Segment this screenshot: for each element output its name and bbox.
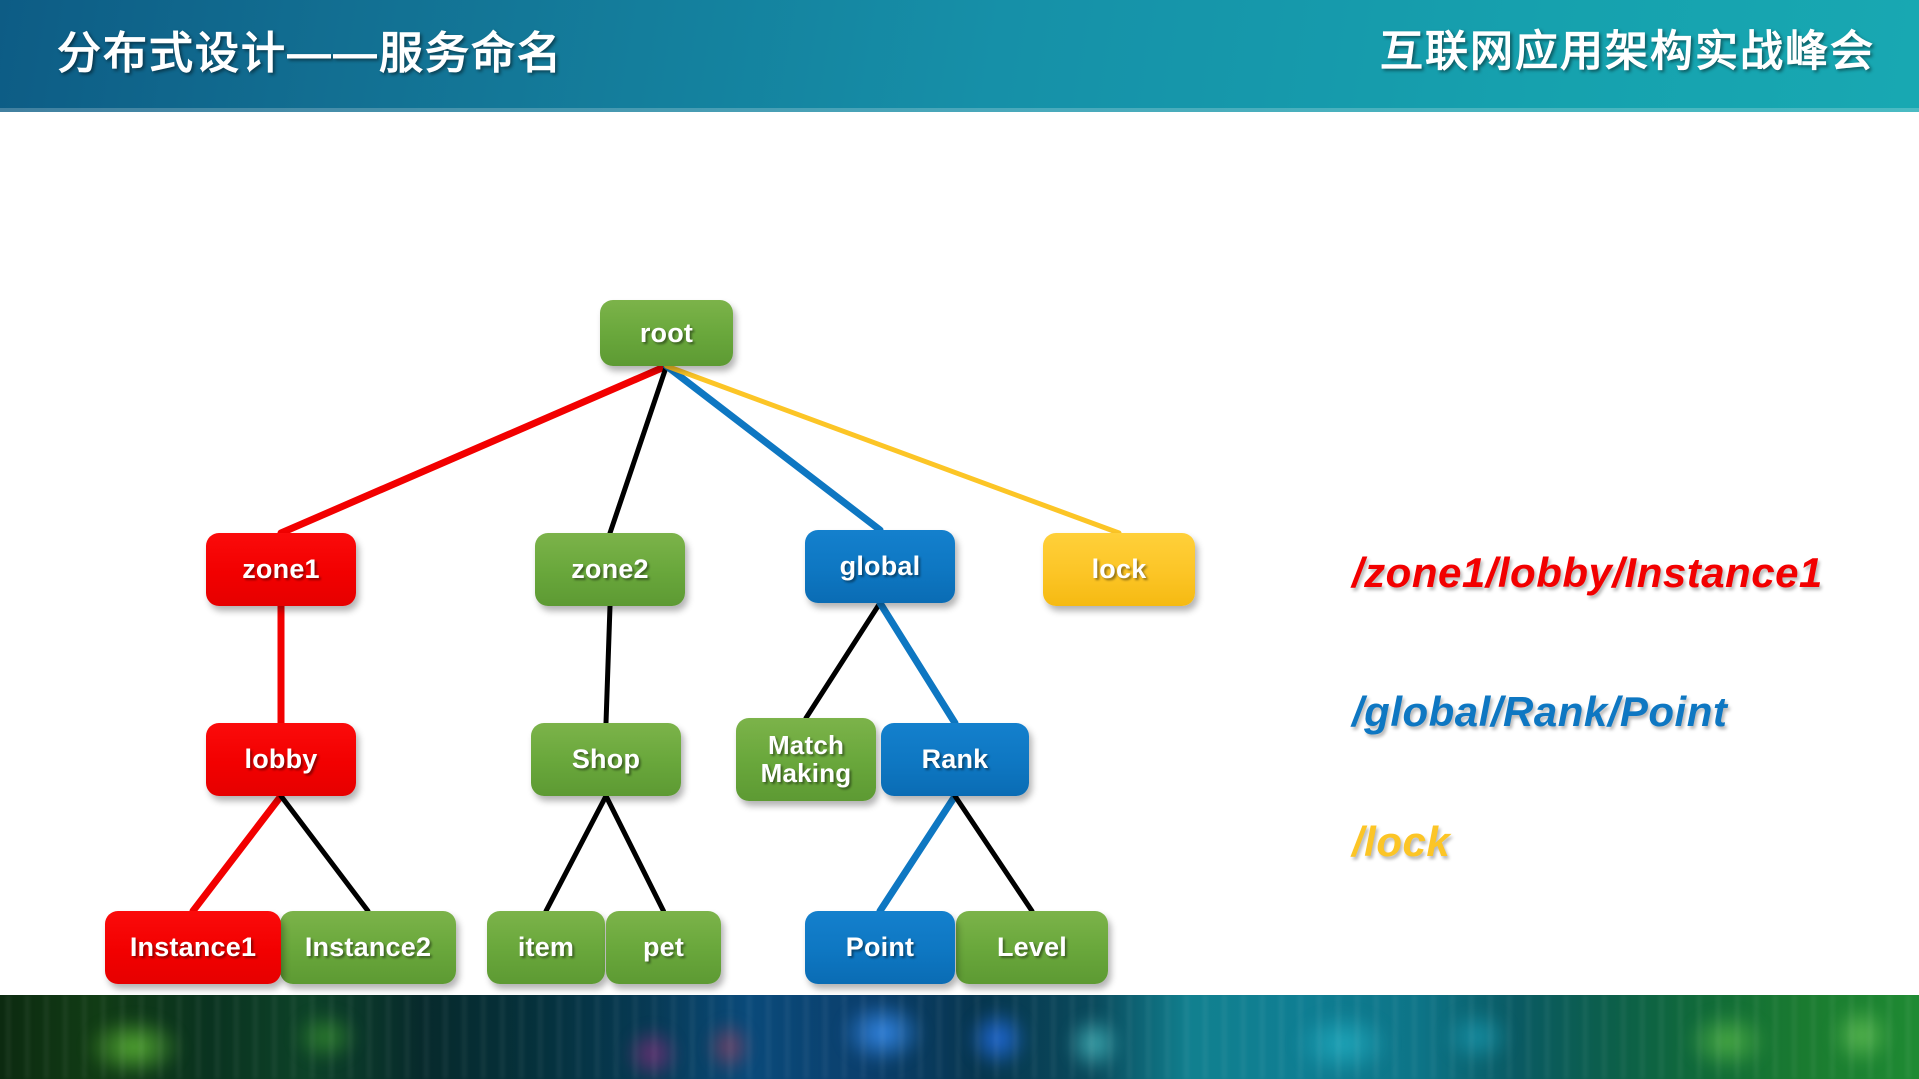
tree-node-rank[interactable]: Rank <box>881 723 1029 796</box>
tree-node-label: Point <box>845 932 915 963</box>
tree-edges-layer <box>189 362 1122 915</box>
tree-edge-root-to-lock <box>664 363 1122 536</box>
banner-light-streaks <box>0 995 1919 1079</box>
page-title: 分布式设计——服务命名 <box>57 29 563 78</box>
tree-edge-root-to-zone2 <box>607 363 669 536</box>
tree-node-label: Instance2 <box>304 932 432 963</box>
tree-node-zone1[interactable]: zone1 <box>206 533 356 606</box>
path-legend-path-global: /global/Rank/Point <box>1352 688 1728 735</box>
tree-node-shop[interactable]: Shop <box>531 723 681 796</box>
conference-brand-title: 互联网应用架构实战峰会 <box>1380 28 1875 76</box>
path-legend-path-zone1: /zone1/lobby/Instance1 <box>1352 549 1823 596</box>
tree-node-label-line: Match <box>767 729 845 760</box>
tree-edge-rank-to-level <box>952 793 1035 914</box>
tree-node-label: Shop <box>571 744 641 775</box>
tree-node-zone2[interactable]: zone2 <box>535 533 685 606</box>
tree-node-label: zone2 <box>571 554 649 585</box>
tree-node-label: pet <box>642 932 685 963</box>
tree-node-label: item <box>517 932 575 963</box>
tree-node-lock[interactable]: lock <box>1043 533 1195 606</box>
tree-node-lobby[interactable]: lobby <box>206 723 356 796</box>
tree-node-label-line: Making <box>760 757 852 788</box>
tree-node-label: Level <box>996 932 1068 963</box>
tree-edge-zone2-to-shop <box>603 603 613 726</box>
tree-node-level[interactable]: Level <box>956 911 1108 984</box>
tree-node-label: lobby <box>244 744 318 775</box>
tree-edge-global-to-matchmaking <box>803 600 883 721</box>
tree-node-global[interactable]: global <box>805 530 955 603</box>
tree-edge-shop-to-pet <box>603 793 666 914</box>
bottom-photo-banner <box>0 995 1919 1079</box>
tree-edge-rank-to-point <box>876 792 959 915</box>
path-legend-path-lock: /lock <box>1352 818 1451 865</box>
tree-edge-root-to-zone1 <box>277 362 670 537</box>
tree-node-label: root <box>639 317 694 348</box>
tree-node-instance1[interactable]: Instance1 <box>105 911 281 984</box>
tree-edge-global-to-rank <box>876 599 959 727</box>
tree-node-root[interactable]: root <box>600 300 733 366</box>
tree-edge-root-to-global <box>663 362 884 534</box>
slide-header-bar: 分布式设计——服务命名 互联网应用架构实战峰会 <box>0 0 1919 112</box>
tree-edge-lobby-to-instance1 <box>189 792 285 915</box>
banner-light-glows <box>0 995 1919 1079</box>
tree-node-point[interactable]: Point <box>805 911 955 984</box>
tree-node-instance2[interactable]: Instance2 <box>280 911 456 984</box>
tree-node-label: Instance1 <box>129 932 257 963</box>
tree-edge-lobby-to-instance2 <box>278 793 371 914</box>
tree-node-pet[interactable]: pet <box>606 911 721 984</box>
tree-edge-shop-to-item <box>543 793 609 914</box>
tree-node-label: global <box>839 551 921 582</box>
tree-node-label: lock <box>1091 554 1147 585</box>
tree-node-item[interactable]: item <box>487 911 605 984</box>
tree-node-label: zone1 <box>242 554 320 585</box>
tree-node-label: Rank <box>921 744 989 775</box>
